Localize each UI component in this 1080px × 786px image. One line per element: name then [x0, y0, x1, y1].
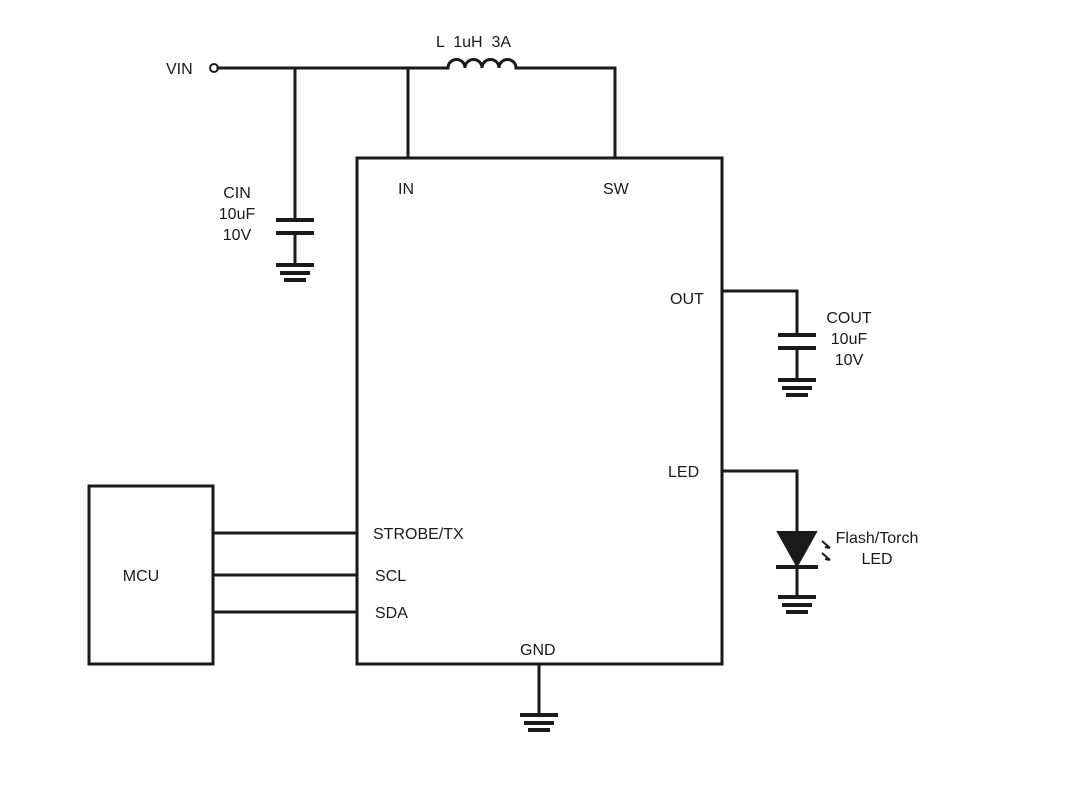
led-diode-symbol: [776, 531, 818, 599]
cout-value-label: 10uF: [831, 331, 868, 348]
led-label-line2: LED: [861, 551, 892, 568]
inductor-coil: [446, 58, 518, 70]
light-emission-arrows-icon: [821, 540, 831, 561]
vin-label: VIN: [166, 61, 193, 78]
pin-scl-label: SCL: [375, 568, 406, 585]
pin-strobe-label: STROBE/TX: [373, 526, 464, 543]
pin-sw-label: SW: [603, 181, 630, 198]
cin-name-label: CIN: [223, 185, 251, 202]
pin-out-label: OUT: [670, 291, 704, 308]
pin-led-label: LED: [668, 464, 699, 481]
led-label-line1: Flash/Torch: [836, 530, 919, 547]
pin-in-label: IN: [398, 181, 414, 198]
out-to-cout-wire: [720, 289, 799, 337]
cin-voltage-label: 10V: [223, 227, 252, 244]
pin-sda-label: SDA: [375, 605, 408, 622]
cin-capacitor-symbol: [276, 218, 314, 267]
cin-value-label: 10uF: [219, 206, 256, 223]
ic-ground-symbol: [520, 713, 558, 732]
ic-body: [355, 156, 724, 666]
cin-ground-symbol: [276, 263, 314, 282]
mcu-label: MCU: [123, 568, 159, 585]
led-ground-symbol: [778, 595, 816, 614]
cout-ground-symbol: [778, 378, 816, 397]
inductor-label: L 1uH 3A: [436, 34, 511, 51]
pin-gnd-label: GND: [520, 642, 556, 659]
inductor-to-sw-wire: [514, 66, 617, 160]
cout-capacitor-symbol: [778, 333, 816, 382]
cout-name-label: COUT: [826, 310, 872, 327]
led-pin-wire: [720, 469, 799, 534]
cout-voltage-label: 10V: [835, 352, 864, 369]
